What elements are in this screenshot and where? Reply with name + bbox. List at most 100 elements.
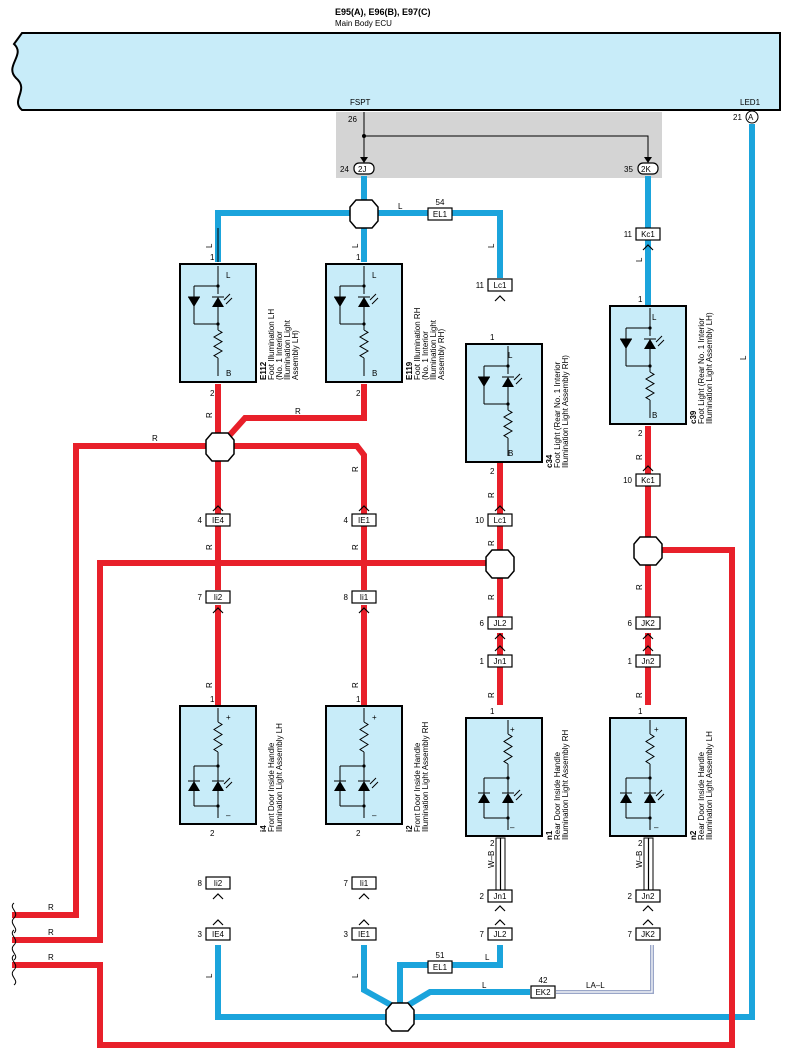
connector-jl2-bot: JL2 7 [480, 927, 513, 941]
svg-text:1: 1 [480, 657, 485, 666]
svg-text:11: 11 [476, 281, 485, 290]
svg-text:Ii2: Ii2 [214, 879, 223, 888]
svg-text:1: 1 [490, 333, 495, 342]
svg-text:1: 1 [356, 253, 361, 262]
svg-text:6: 6 [480, 619, 485, 628]
break-marks [11, 902, 17, 986]
svg-text:JL2: JL2 [494, 930, 507, 939]
ecu-name: Main Body ECU [335, 19, 392, 28]
svg-text:Ii1: Ii1 [360, 593, 369, 602]
splices [205, 199, 663, 1032]
pin-24: 24 [340, 165, 349, 174]
svg-text:B: B [508, 449, 513, 458]
svg-text:c39: c39 [689, 410, 698, 424]
svg-text:R: R [205, 412, 214, 418]
svg-text:R: R [48, 928, 54, 937]
svg-text:IE4: IE4 [212, 516, 225, 525]
svg-text:11: 11 [624, 230, 633, 239]
svg-text:Foot Illumination LH: Foot Illumination LH [267, 309, 276, 380]
svg-text:2: 2 [490, 839, 495, 848]
svg-text:–: – [654, 823, 659, 832]
svg-text:R: R [295, 407, 301, 416]
svg-text:–: – [510, 823, 515, 832]
svg-text:1: 1 [638, 295, 643, 304]
component-n1: + – 1 2 [465, 707, 543, 848]
svg-text:(No. 1 Interior: (No. 1 Interior [421, 331, 430, 380]
splice-red-right [633, 536, 663, 566]
svg-text:51: 51 [436, 951, 445, 960]
svg-text:Jn1: Jn1 [494, 892, 507, 901]
svg-text:R: R [48, 953, 54, 962]
svg-text:1: 1 [210, 253, 215, 262]
svg-text:W–B: W–B [487, 851, 496, 868]
svg-text:Ii2: Ii2 [214, 593, 223, 602]
conn-2j: 2J [358, 165, 366, 174]
svg-text:R: R [635, 454, 644, 460]
svg-text:IE1: IE1 [358, 516, 371, 525]
svg-text:3: 3 [344, 930, 349, 939]
svg-text:Foot Light (Rear No. 1 Interio: Foot Light (Rear No. 1 Interior [697, 317, 706, 424]
ecu-connector-title: E95(A), E96(B), E97(C) [335, 7, 431, 17]
svg-text:L: L [398, 202, 403, 211]
svg-text:EL1: EL1 [433, 963, 448, 972]
svg-text:JK2: JK2 [641, 930, 655, 939]
svg-text:2: 2 [480, 892, 485, 901]
svg-text:Jn2: Jn2 [642, 892, 655, 901]
svg-text:R: R [487, 540, 496, 546]
svg-text:R: R [351, 544, 360, 550]
svg-text:L: L [205, 973, 214, 978]
wb-wires [495, 837, 654, 994]
svg-text:IE1: IE1 [358, 930, 371, 939]
svg-text:7: 7 [628, 930, 633, 939]
svg-text:Illumination Light: Illumination Light [283, 319, 292, 380]
svg-text:Illumination Light: Illumination Light [429, 319, 438, 380]
svg-text:LA–L: LA–L [586, 981, 605, 990]
svg-text:7: 7 [344, 879, 349, 888]
svg-text:+: + [372, 713, 377, 722]
splice-ground [385, 1002, 415, 1032]
svg-text:1: 1 [356, 695, 361, 704]
svg-text:R: R [635, 692, 644, 698]
svg-text:R: R [351, 466, 360, 472]
svg-text:Kc1: Kc1 [641, 230, 655, 239]
component-c34: L B 1 2 [465, 333, 543, 476]
svg-text:R: R [152, 434, 158, 443]
svg-text:1: 1 [490, 707, 495, 716]
svg-text:(No. 1 Interior: (No. 1 Interior [275, 331, 284, 380]
svg-text:1: 1 [210, 695, 215, 704]
svg-text:IE4: IE4 [212, 930, 225, 939]
svg-text:Lc1: Lc1 [494, 281, 507, 290]
svg-text:Rear Door Inside Handle: Rear Door Inside Handle [553, 751, 562, 840]
svg-text:Lc1: Lc1 [494, 516, 507, 525]
svg-text:7: 7 [480, 930, 485, 939]
connector-jn1-bot: Jn1 2 [480, 889, 513, 903]
svg-text:Kc1: Kc1 [641, 476, 655, 485]
pin-35: 35 [624, 165, 633, 174]
svg-text:L: L [739, 355, 748, 360]
shield-area [336, 112, 662, 178]
svg-text:Jn2: Jn2 [642, 657, 655, 666]
svg-text:E112: E112 [259, 361, 268, 380]
svg-text:R: R [48, 903, 54, 912]
svg-text:R: R [205, 544, 214, 550]
svg-text:n1: n1 [545, 830, 554, 840]
svg-text:Foot Light (Rear No. 1 Interio: Foot Light (Rear No. 1 Interior [553, 361, 562, 468]
svg-text:L: L [482, 981, 487, 990]
svg-text:JK2: JK2 [641, 619, 655, 628]
pin-26: 26 [348, 115, 357, 124]
splice-top [349, 199, 379, 229]
svg-text:Illumination Light Assembly RH: Illumination Light Assembly RH [561, 730, 570, 840]
svg-text:L: L [351, 973, 360, 978]
svg-text:Illumination Light Assembly LH: Illumination Light Assembly LH) [705, 312, 714, 424]
svg-text:Foot Illumination RH: Foot Illumination RH [413, 307, 422, 380]
